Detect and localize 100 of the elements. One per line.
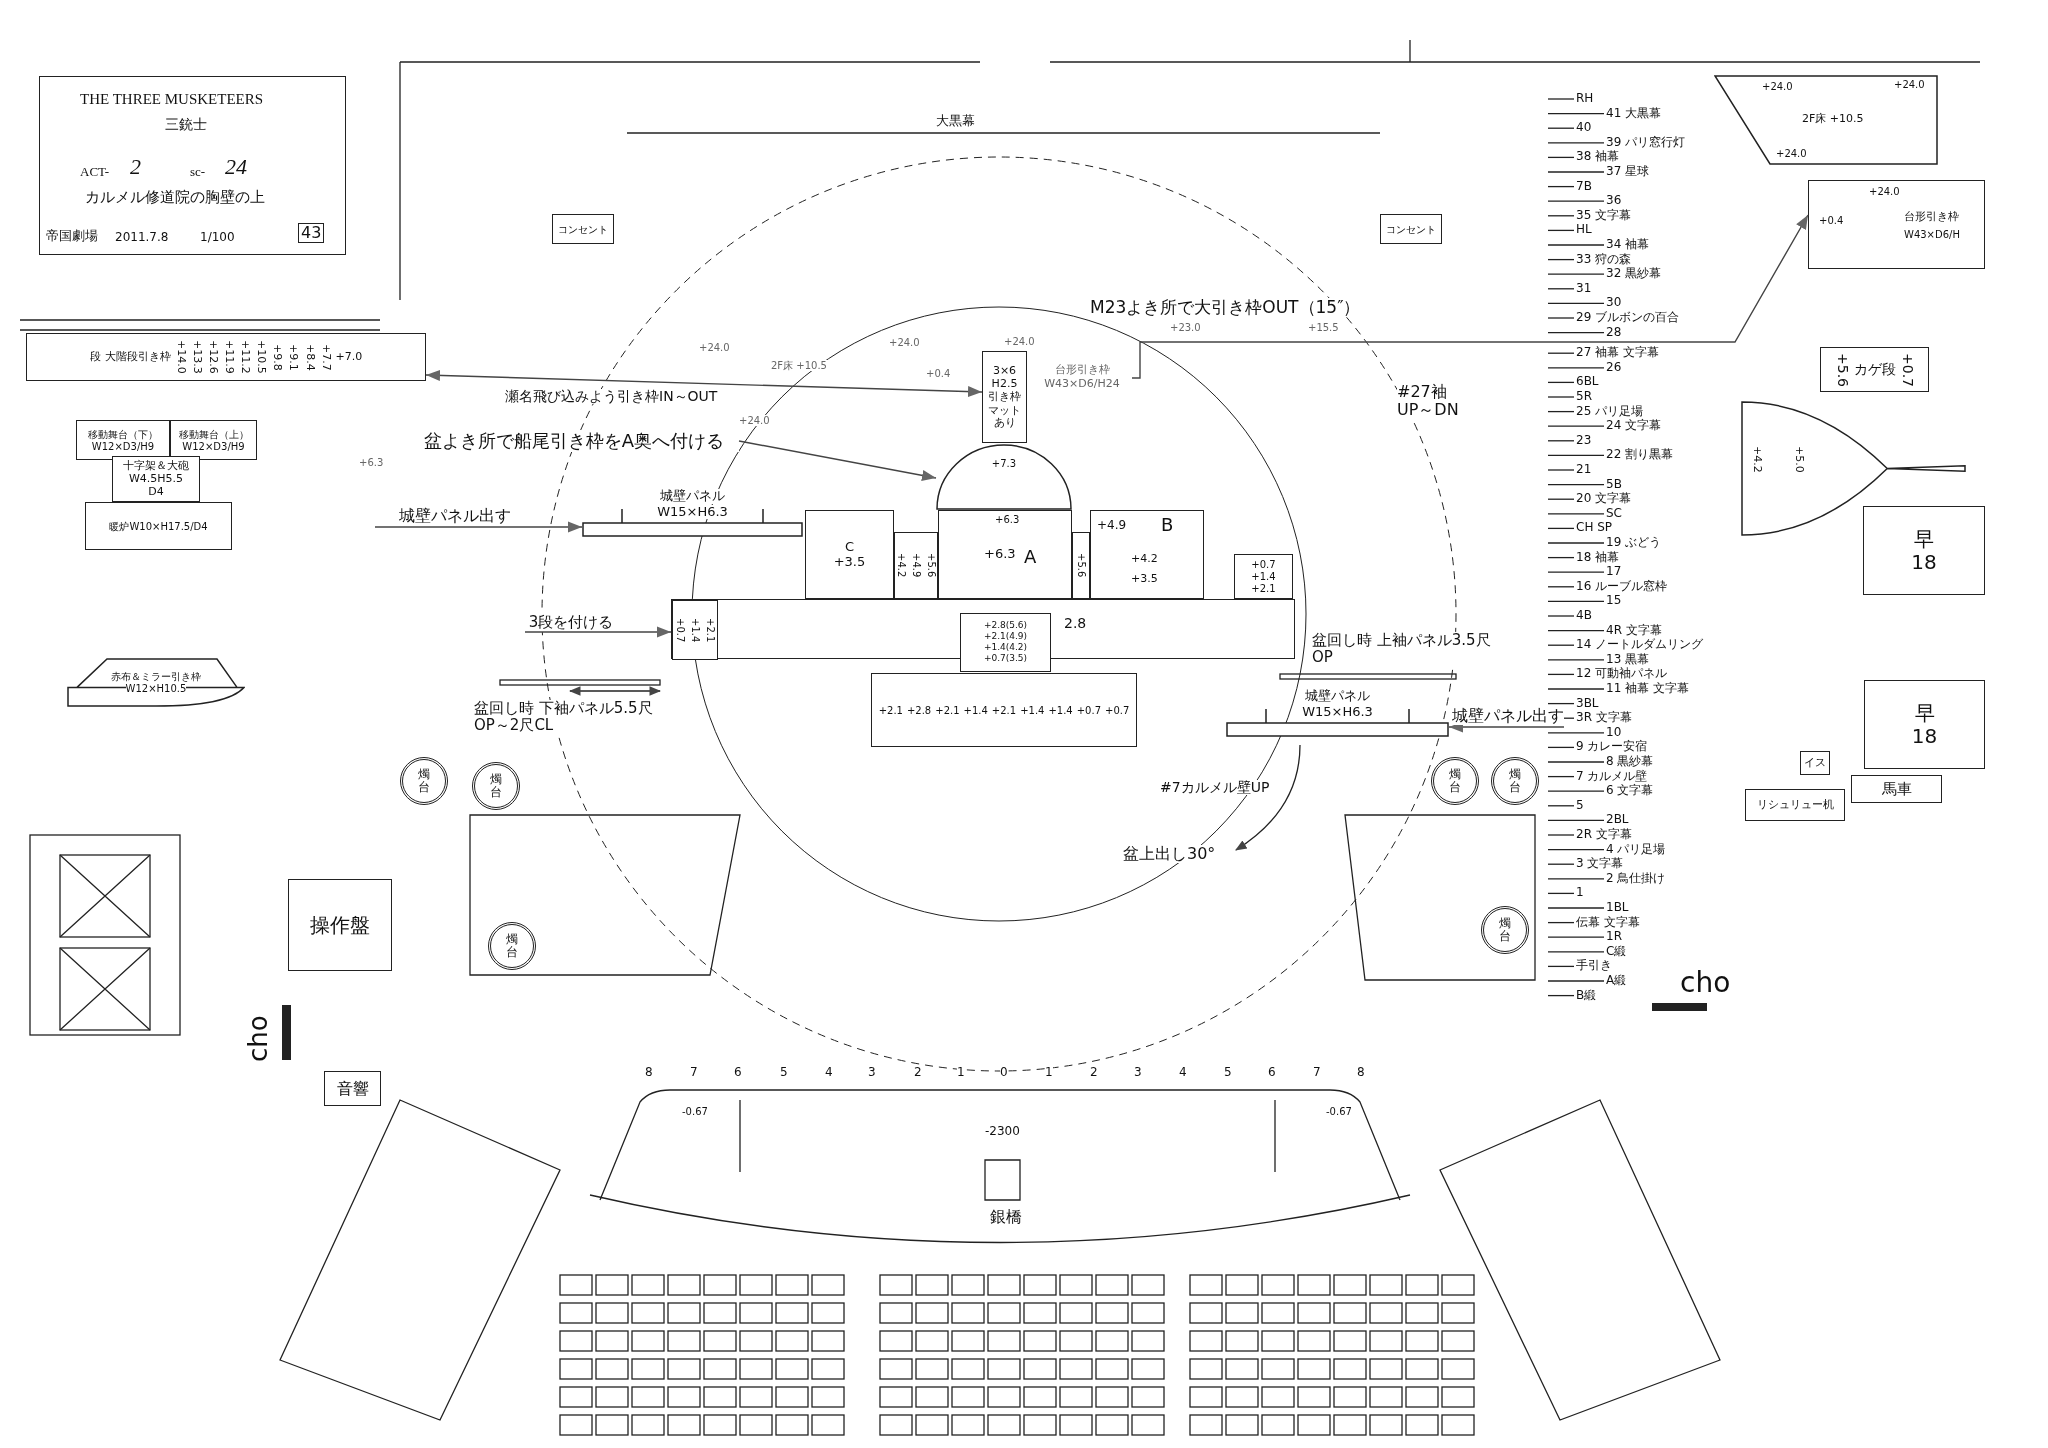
batten-label: 3 文字幕 <box>1576 857 1624 871</box>
box-label: W43×D6/H24 <box>1044 377 1120 390</box>
annotation-text: 盆上出し30° <box>1123 845 1216 863</box>
box-label: +2.1 <box>991 704 1017 716</box>
batten-label: 11 袖幕 文字幕 <box>1606 682 1689 696</box>
platform-block <box>938 510 1072 599</box>
box-label: 段 <box>89 350 101 364</box>
box-label: リシュリュー机 <box>1756 798 1834 812</box>
batten-label: 5 <box>1576 798 1584 812</box>
arch-unit <box>936 444 1072 510</box>
box-label: +1.4 <box>1251 571 1276 582</box>
box-label: +24.0 <box>1869 186 1900 197</box>
box-label: 操作盤 <box>310 914 370 936</box>
cross-and-cannon-unit <box>112 456 200 502</box>
height-label: +24.0 <box>699 342 730 353</box>
candlestand <box>472 762 520 810</box>
box-label: 暖炉W10×H17.5/D4 <box>109 520 208 532</box>
batten-label: 3BL <box>1576 696 1599 710</box>
step-unit <box>1234 554 1293 599</box>
moving-platform <box>76 420 170 460</box>
batten-label: 4R 文字幕 <box>1606 623 1662 637</box>
candlestand <box>1431 757 1479 805</box>
box-label: +0.4 <box>1819 215 1844 226</box>
arrow <box>738 440 937 481</box>
batten-label: C緞 <box>1606 944 1627 958</box>
box-label: C <box>844 539 855 554</box>
batten-label: 6 文字幕 <box>1606 784 1654 798</box>
box-label: +2.1 <box>878 704 903 716</box>
step-unit <box>1072 532 1090 599</box>
batten-label: 29 ブルボンの百合 <box>1576 311 1680 325</box>
box-label: +9.8 <box>271 343 284 371</box>
box-label: 引き枠 <box>988 391 1021 404</box>
batten-label: 16 ルーブル窓枠 <box>1576 579 1668 593</box>
arrow <box>425 369 983 398</box>
batten-label: 7 カルメル壁 <box>1576 769 1648 783</box>
batten-label: 3R 文字幕 <box>1576 711 1632 725</box>
box-label: 城壁パネル出す <box>399 507 511 525</box>
fireplace-unit <box>85 502 232 550</box>
batten-label: 2 鳥仕掛け <box>1606 871 1666 885</box>
box-label: W12×H10.5 <box>125 683 187 694</box>
batten-label: SC <box>1606 506 1622 520</box>
upper-floor-unit <box>1714 75 1938 165</box>
batten-label: 12 可動袖パネル <box>1576 667 1668 681</box>
candlestand-label: 燭台 <box>1499 916 1511 944</box>
batten-label: 4 パリ足場 <box>1606 842 1666 856</box>
box-label: コンセント <box>1386 223 1436 235</box>
candlestand-label: 燭台 <box>418 767 430 795</box>
moving-platform <box>170 420 257 460</box>
annotation-text: #7カルメル壁UP <box>1160 780 1270 796</box>
height-label: 2F床 +10.5 <box>771 360 827 371</box>
box-label: 早 <box>1914 702 1935 724</box>
box-label: 台形引き枠 <box>1054 364 1110 377</box>
box-label: +0.7 <box>1076 704 1102 716</box>
box-label: 城壁パネル <box>660 489 725 504</box>
box-label: +4.9 <box>910 553 922 578</box>
step-unit <box>894 532 938 599</box>
batten-label: 27 袖幕 文字幕 <box>1576 346 1659 360</box>
batten-label: 23 <box>1576 433 1592 447</box>
batten-label: 10 <box>1606 725 1622 739</box>
box-label: +2.8(5.6) <box>983 621 1028 632</box>
box-label: +2.8 <box>906 704 932 716</box>
step-unit <box>672 600 718 660</box>
power-outlet <box>1380 214 1442 244</box>
box-label: +0.7(3.5) <box>983 653 1028 664</box>
height-label: +24.0 <box>1004 336 1035 347</box>
box-label: +1.4 <box>1048 704 1073 716</box>
box-label: +1.4 <box>1020 704 1045 716</box>
batten-label: 33 狩の森 <box>1576 252 1632 266</box>
height-label: +15.5 <box>1308 322 1339 333</box>
height-label: +24.0 <box>889 337 920 348</box>
box-label: +2.1 <box>704 617 716 643</box>
box-label: 大階段引き枠 <box>104 350 171 364</box>
box-label: +24.0 <box>1762 81 1793 92</box>
power-outlet <box>552 214 614 244</box>
height-label: +6.3 <box>359 457 384 468</box>
batten-label: 28 <box>1606 325 1622 339</box>
box-label: W12×D3/H9 <box>91 440 155 452</box>
platform-block <box>1090 510 1204 599</box>
box-label: 早 <box>1914 528 1934 550</box>
batten-label: 18 袖幕 <box>1576 550 1620 564</box>
batten-label: 2R 文字幕 <box>1576 828 1632 842</box>
height-label: +0.4 <box>926 368 951 379</box>
batten-label: 伝幕 文字幕 <box>1576 915 1640 929</box>
batten-label: 24 文字幕 <box>1606 419 1662 433</box>
box-label: +4.2 <box>895 553 907 578</box>
batten-label: 22 割り黒幕 <box>1606 448 1674 462</box>
box-label: 十字架＆大砲 <box>123 459 189 472</box>
box-label: 2F床 +10.5 <box>1802 113 1864 126</box>
batten-label: 41 大黒幕 <box>1606 106 1662 120</box>
annotation-text: -0.67 <box>682 1106 708 1117</box>
box-label: +0.7 <box>1251 559 1276 570</box>
batten-label: 39 パリ窓行灯 <box>1606 135 1686 149</box>
frame-unit <box>1808 180 1985 269</box>
candlestand-label: 燭台 <box>1509 767 1521 795</box>
platform-block <box>805 510 894 599</box>
frame-unit <box>982 351 1027 443</box>
candlestand <box>400 757 448 805</box>
wall-panel <box>1226 686 1449 737</box>
batten-label: 7B <box>1576 179 1592 193</box>
batten-label: 31 <box>1576 281 1592 295</box>
